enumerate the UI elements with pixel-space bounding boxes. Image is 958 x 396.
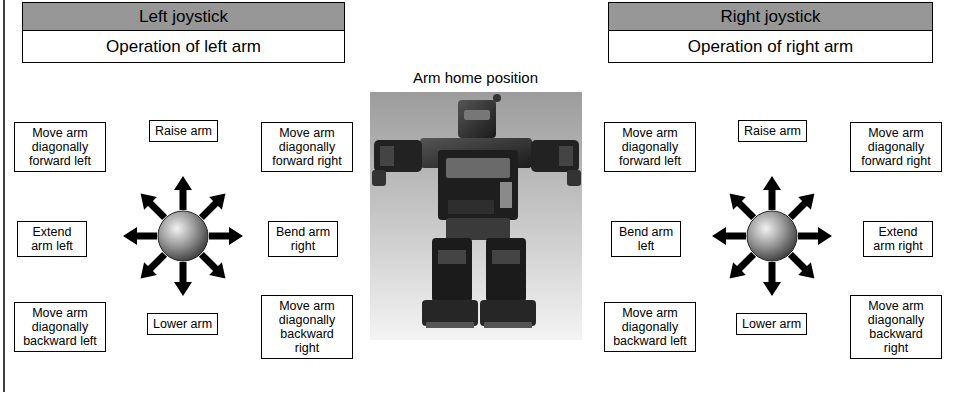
direction-label-box: Move arm diagonally forward right: [850, 122, 942, 172]
box-text: Move arm diagonally backward right: [856, 299, 936, 355]
box-text: Operation of right arm: [688, 37, 853, 57]
direction-label-box: Extend arm right: [863, 221, 933, 257]
box-text: Move arm diagonally forward right: [267, 126, 347, 168]
box-text: Move arm diagonally backward right: [267, 299, 347, 355]
direction-label-box: Raise arm: [738, 120, 807, 142]
direction-label-box: Move arm diagonally backward right: [261, 295, 353, 359]
direction-label-box: Move arm diagonally backward right: [850, 295, 942, 359]
left-joystick: [123, 176, 243, 296]
box-text: Raise arm: [155, 124, 212, 138]
header-box: Operation of left arm: [22, 30, 345, 63]
robot-photo: [370, 92, 582, 340]
header-band: Right joystick: [608, 2, 933, 31]
direction-label-box: Lower arm: [147, 313, 218, 335]
box-text: Move arm diagonally forward left: [610, 126, 690, 168]
box-text: Right joystick: [720, 7, 820, 27]
box-text: Bend arm left: [617, 225, 675, 253]
box-text: Bend arm right: [274, 225, 332, 253]
header-box: Operation of right arm: [608, 30, 933, 63]
direction-label-box: Lower arm: [736, 313, 807, 335]
box-text: Extend arm left: [23, 225, 81, 253]
right-joystick: [712, 176, 832, 296]
box-text: Left joystick: [139, 7, 228, 27]
box-text: Move arm diagonally backward left: [20, 306, 100, 348]
frame-line: [3, 0, 5, 392]
direction-label-box: Move arm diagonally backward left: [604, 302, 696, 352]
box-text: Lower arm: [153, 317, 212, 331]
direction-label-box: Move arm diagonally forward left: [14, 122, 106, 172]
box-text: Lower arm: [742, 317, 801, 331]
box-text: Move arm diagonally backward left: [610, 306, 690, 348]
header-band: Left joystick: [22, 2, 345, 31]
direction-label-box: Extend arm left: [17, 221, 87, 257]
box-text: Move arm diagonally forward right: [856, 126, 936, 168]
box-text: Raise arm: [744, 124, 801, 138]
box-text: Operation of left arm: [106, 37, 261, 57]
direction-label-box: Move arm diagonally backward left: [14, 302, 106, 352]
direction-label-box: Move arm diagonally forward right: [261, 122, 353, 172]
caption-label: Arm home position: [413, 69, 538, 86]
box-text: Move arm diagonally forward left: [20, 126, 100, 168]
direction-label-box: Bend arm left: [611, 221, 681, 257]
direction-label-box: Bend arm right: [268, 221, 338, 257]
direction-label-box: Raise arm: [149, 120, 218, 142]
box-text: Extend arm right: [869, 225, 927, 253]
direction-label-box: Move arm diagonally forward left: [604, 122, 696, 172]
